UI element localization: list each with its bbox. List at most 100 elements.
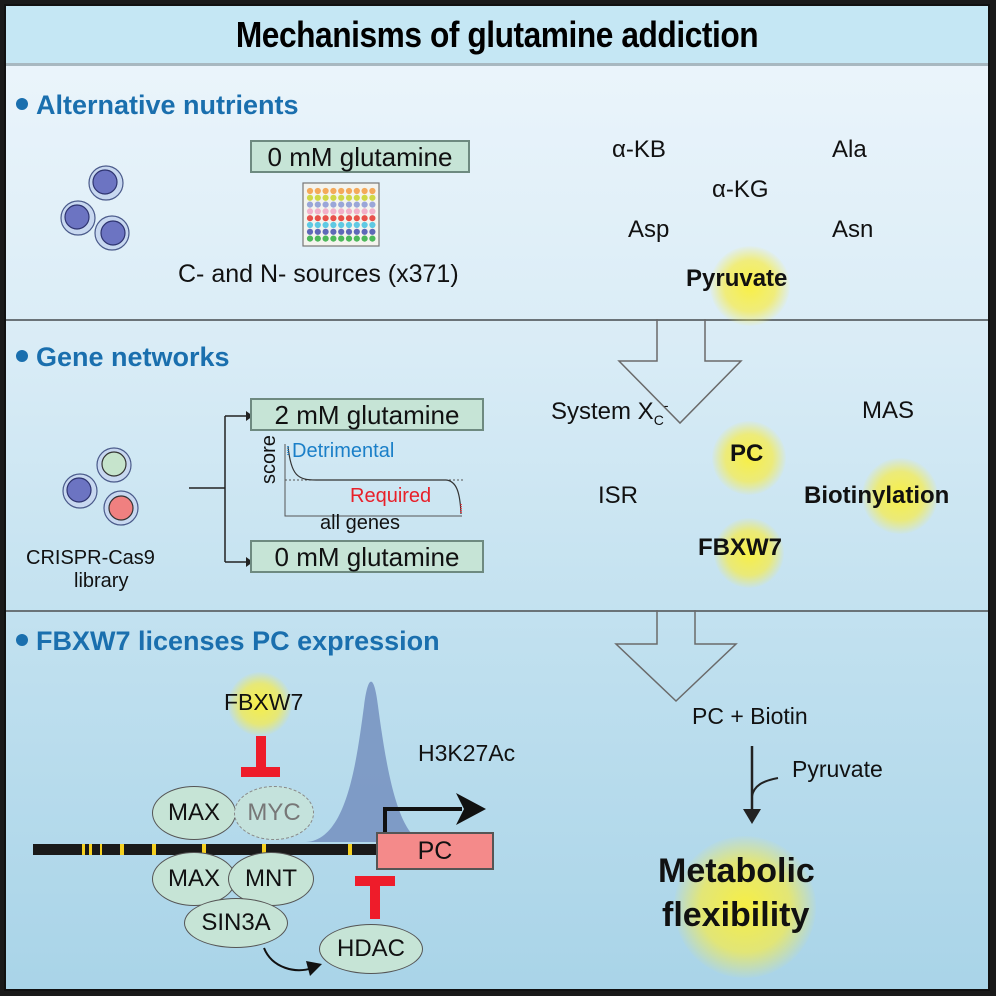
outcome-line1: Metabolic <box>658 852 815 890</box>
hit-pc: PC <box>730 440 764 467</box>
plate-well <box>369 228 376 235</box>
bullet-icon <box>16 633 28 646</box>
hollow-arrow-2 <box>614 610 738 703</box>
plate-well <box>361 215 368 222</box>
library-label-line2: library <box>74 570 129 592</box>
biotinylation-glow <box>862 458 938 534</box>
plate-well <box>322 235 329 242</box>
hit-mas: MAS <box>862 397 915 424</box>
plate-wells <box>306 187 376 242</box>
section-title-alternative-nutrients: Alternative nutrients <box>16 90 299 121</box>
plate-well <box>330 215 337 222</box>
split-arrows <box>189 415 246 563</box>
cells-icon <box>60 165 130 251</box>
nutrient-akb: α-KB <box>612 136 666 163</box>
nutrient-asp: Asp <box>628 216 670 243</box>
sources-label: C- and N- sources (x371) <box>178 260 459 288</box>
plate-well <box>369 221 376 229</box>
plate-well <box>369 201 376 208</box>
plate-well <box>330 187 337 195</box>
plate-well <box>322 194 329 201</box>
plate-well <box>361 187 368 195</box>
fbxw7-glow <box>228 672 292 736</box>
protein-max-top: MAX <box>152 786 236 840</box>
plate-well <box>314 215 321 222</box>
section-title-fbxw7-pc: FBXW7 licenses PC expression <box>16 626 440 657</box>
plate-well <box>345 208 353 215</box>
h3k27ac-label: H3K27Ac <box>418 740 516 766</box>
pyruvate-input-line <box>751 777 779 797</box>
plate-well <box>330 228 337 235</box>
pyruvate-glow <box>710 246 790 326</box>
plate-well <box>353 194 360 201</box>
plate-well <box>322 208 329 215</box>
gene-pc-box: PC <box>376 832 494 870</box>
plate-well <box>338 228 345 235</box>
hit-isr: ISR <box>598 482 639 509</box>
plate-well <box>338 215 345 222</box>
plate-well <box>369 215 376 222</box>
nutrient-ala: Ala <box>832 136 867 163</box>
dna-motifs <box>82 844 352 855</box>
plate-well <box>353 215 360 222</box>
plate-well <box>314 201 321 208</box>
plate-well <box>369 235 376 242</box>
plate-well <box>345 194 353 201</box>
plate-well <box>361 221 368 229</box>
protein-sin3a: SIN3A <box>184 898 288 948</box>
figure-title: Mechanisms of glutamine addiction <box>235 14 759 55</box>
plate-well <box>345 221 353 229</box>
plate-well <box>322 201 329 208</box>
plate-well <box>345 215 353 222</box>
plate-well <box>353 201 360 208</box>
nutrient-akg: α-KG <box>712 176 769 203</box>
hollow-arrow-1 <box>617 319 743 425</box>
plot-label-detrimental: Detrimental <box>292 440 395 462</box>
crispr-cells-icon <box>62 447 139 526</box>
plate-well <box>369 208 376 215</box>
plate-well <box>330 221 337 229</box>
plate-well <box>314 208 321 215</box>
plate-well <box>345 201 353 208</box>
hit-biotinylation: Biotinylation <box>804 482 950 509</box>
recruit-arrow <box>263 947 313 972</box>
plate-well <box>338 208 345 215</box>
plate-well <box>314 228 321 235</box>
plate-well <box>353 187 360 195</box>
hit-system-xc: System XC- <box>551 397 669 428</box>
recruit-arrowhead <box>306 961 322 976</box>
plate-well <box>306 194 314 201</box>
section-title-gene-networks: Gene networks <box>16 342 230 373</box>
tss-arrowhead <box>456 793 486 825</box>
plate-well <box>306 208 314 215</box>
plate-well <box>361 201 368 208</box>
hdac-inhibit-symbol <box>355 876 395 919</box>
pathway-arrowhead <box>743 809 761 824</box>
plate-well <box>306 235 314 242</box>
plate-well <box>314 187 321 195</box>
arrowhead-top <box>246 411 253 421</box>
medium-box-2mm: 2 mM glutamine <box>250 398 484 431</box>
bullet-icon <box>16 97 28 110</box>
plate-well <box>306 201 314 208</box>
plate-well <box>314 221 321 229</box>
pathway-pc-biotin: PC + Biotin <box>692 703 808 729</box>
nutrient-asn: Asn <box>832 216 874 243</box>
plate-well <box>322 228 329 235</box>
plate-well <box>306 228 314 235</box>
fbxw7-hit-glow <box>714 518 784 588</box>
medium-box-0mm: 0 mM glutamine <box>250 140 470 173</box>
plate-well <box>306 221 314 229</box>
bullet-icon <box>16 349 28 362</box>
plate-well <box>345 187 353 195</box>
plot-xlabel: all genes <box>320 512 401 534</box>
fbxw7-inhibit-symbol <box>241 736 280 777</box>
figure-frame: Mechanisms of glutamine addiction <box>4 4 990 991</box>
fbxw7-label: FBXW7 <box>224 689 304 715</box>
arrowhead-bottom <box>246 557 253 567</box>
plate-well <box>353 208 360 215</box>
plate-well <box>345 235 353 242</box>
plate-well <box>330 208 337 215</box>
pc-glow <box>712 421 786 495</box>
hit-fbxw7: FBXW7 <box>698 534 782 561</box>
